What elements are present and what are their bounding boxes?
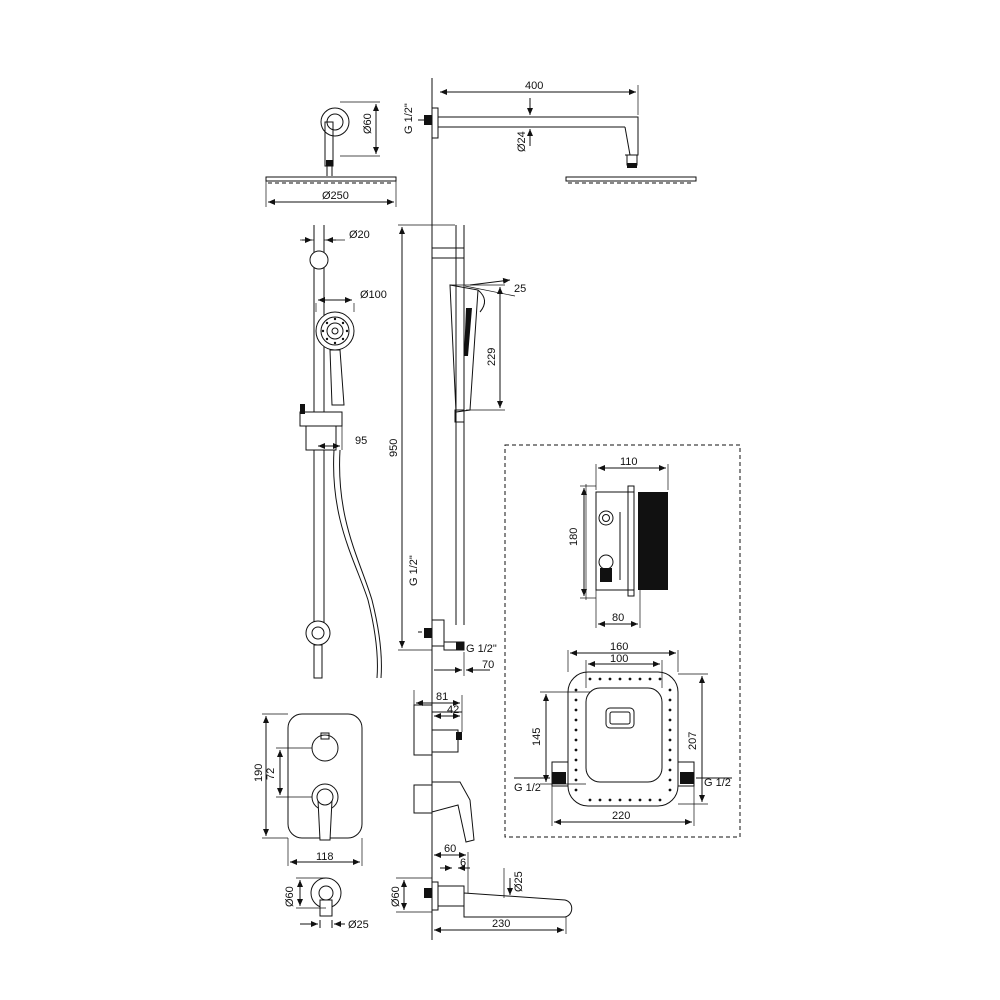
- dim-head-diameter: Ø250: [322, 190, 349, 202]
- dim-box-depth: 80: [612, 612, 624, 624]
- dim-spout-diameter: Ø25: [513, 871, 525, 892]
- dim-frame-height-inner: 145: [531, 728, 543, 746]
- dim-hand-length: 229: [486, 348, 498, 366]
- dim-box-height: 180: [568, 528, 580, 546]
- dim-box-width: 110: [620, 456, 638, 468]
- dim-bracket-projection: 95: [355, 435, 367, 447]
- dim-plate-height: 190: [253, 764, 265, 782]
- shower-arm-side-view: 400 Ø24 G 1/2": [403, 80, 697, 184]
- dim-mixer-depth-inner: 42: [447, 704, 459, 716]
- dim-angle: 25: [514, 283, 526, 295]
- dim-arm-diameter: Ø24: [516, 131, 528, 152]
- dim-side-thread: G 1/2": [408, 555, 420, 586]
- dim-frame-bottom-width: 220: [612, 810, 630, 822]
- dim-plate-width: 118: [316, 851, 334, 863]
- dim-spout-offset: 6: [460, 857, 466, 869]
- dim-spout-flange: Ø60: [390, 886, 402, 907]
- dim-frame-height-outer: 207: [687, 732, 699, 750]
- dim-rail-diameter: Ø20: [349, 229, 370, 241]
- dim-outlet-thread: G 1/2": [466, 643, 497, 655]
- dim-arm-length: 400: [525, 80, 543, 92]
- dim-frame-right-thread: G 1/2: [704, 777, 731, 789]
- mixer-plate-front-view: 190 72 118: [253, 713, 363, 866]
- concealed-body-detail: 180 110 80 160 100 145: [504, 444, 741, 838]
- mixer-side-view: 81 42: [413, 690, 475, 843]
- wall-elbow-front-view: Ø60 Ø25: [284, 877, 369, 931]
- dim-frame-outer-width: 160: [610, 641, 628, 653]
- dim-frame-left-thread: G 1/2: [514, 782, 541, 794]
- slide-rail-front-view: Ø20 Ø100 95 950: [299, 224, 455, 679]
- dim-rail-height: 950: [388, 439, 400, 457]
- dim-elbow-flange: Ø60: [284, 886, 296, 907]
- slide-rail-side-view: 229 25 G 1/2" G 1/2" 70: [408, 225, 526, 676]
- shower-head-front-view: Ø250 Ø60: [265, 101, 397, 207]
- spout-side-view: 60 6 Ø60 Ø25 230: [390, 843, 573, 934]
- dim-top-thread: G 1/2": [403, 103, 415, 134]
- dim-spout-depth: 60: [444, 843, 456, 855]
- dim-elbow-outlet: Ø25: [348, 919, 369, 931]
- dim-outlet-projection: 70: [482, 659, 494, 671]
- dim-spout-length: 230: [492, 918, 510, 930]
- dim-hand-diameter: Ø100: [360, 289, 387, 301]
- dim-lever-spacing: 72: [265, 768, 277, 780]
- dim-flange-diameter: Ø60: [362, 113, 374, 134]
- dim-frame-inner-width: 100: [610, 653, 628, 665]
- dim-mixer-depth: 81: [436, 691, 448, 703]
